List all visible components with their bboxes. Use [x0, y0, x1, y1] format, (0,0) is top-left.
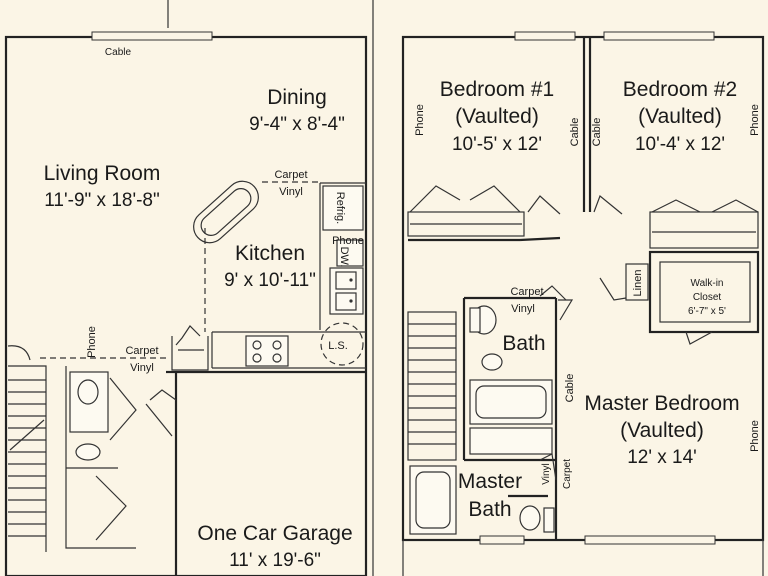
bedroom-1-name: Bedroom #1	[440, 78, 554, 101]
lazy-susan-label: L.S.	[328, 340, 348, 352]
kitchen-name: Kitchen	[235, 242, 305, 265]
walk-in-closet-line1: Walk-in	[691, 278, 724, 289]
vinyl-label: Vinyl	[130, 362, 154, 374]
bedroom-1-closet	[407, 211, 525, 237]
dining-dims: 9'-4" x 8'-4"	[249, 114, 345, 135]
master-bedroom-name: Master Bedroom	[584, 392, 739, 415]
carpet-label: Carpet	[510, 286, 543, 298]
stairs	[8, 365, 47, 552]
window	[479, 535, 525, 545]
ground-floor-plan	[4, 0, 374, 576]
lazy-susan	[320, 322, 364, 366]
bedroom-2-dims: 10'-4' x 12'	[635, 134, 725, 155]
walk-in-closet	[648, 250, 760, 334]
phone-label: Phone	[749, 420, 761, 452]
linen-label: Linen	[632, 270, 644, 297]
window	[514, 31, 576, 41]
window	[91, 31, 213, 41]
bath-tub	[469, 379, 553, 425]
kitchen-sink	[329, 267, 364, 315]
window	[584, 535, 716, 545]
window	[603, 31, 715, 41]
linen-closet	[625, 263, 649, 301]
vinyl-label: Vinyl	[279, 186, 303, 198]
carpet-label: Carpet	[274, 169, 307, 181]
kitchen-island	[193, 180, 259, 244]
kitchen-dims: 9' x 10'-11"	[224, 270, 316, 291]
master-bedroom-dims: 12' x 14'	[627, 447, 697, 468]
refrigerator	[322, 185, 364, 231]
powder-room-sink	[75, 443, 101, 461]
upper-floor-plan	[401, 31, 765, 576]
living-room-dims: 11'-9" x 18'-8"	[44, 190, 159, 211]
bath-sink	[481, 353, 503, 371]
bedroom-1-dims: 10'-5' x 12'	[452, 134, 542, 155]
master-bedroom-vaulted: (Vaulted)	[620, 419, 704, 442]
phone-label: Phone	[86, 326, 98, 358]
walk-in-closet-dims: 6'-7" x 5'	[688, 306, 726, 317]
vinyl-label: Vinyl	[511, 303, 535, 315]
bedroom-1-vaulted: (Vaulted)	[455, 105, 539, 128]
garage-dims: 11' x 19'-6"	[229, 550, 321, 571]
bath-name: Bath	[502, 332, 545, 355]
phone-label: Phone	[332, 235, 364, 247]
master-bath-line2: Bath	[468, 498, 511, 521]
dining-name: Dining	[267, 86, 327, 109]
cable-label: Cable	[569, 118, 581, 147]
stove	[245, 335, 289, 367]
dishwasher-label: DW.	[338, 247, 350, 268]
refrigerator-label: Refrig.	[334, 192, 346, 224]
stairs	[407, 311, 457, 461]
carpet-label: Carpet	[562, 459, 573, 489]
cable-label: Cable	[591, 118, 603, 147]
bedroom-2-closet	[649, 211, 759, 249]
powder-room-toilet	[77, 379, 99, 405]
master-bath-line1: Master	[458, 470, 522, 493]
garage-name: One Car Garage	[197, 522, 352, 545]
bedroom-2-vaulted: (Vaulted)	[638, 105, 722, 128]
bedroom-2-name: Bedroom #2	[623, 78, 737, 101]
living-room-name: Living Room	[44, 162, 161, 185]
walk-in-closet-line2: Closet	[693, 292, 722, 303]
phone-label: Phone	[749, 104, 761, 136]
cable-label: Cable	[105, 47, 132, 58]
phone-label: Phone	[414, 104, 426, 136]
cable-label: Cable	[564, 374, 576, 403]
vinyl-label: Vinyl	[541, 463, 552, 485]
dishwasher	[336, 239, 364, 267]
master-bath-toilet	[519, 505, 541, 531]
master-bath-tub	[409, 465, 457, 535]
carpet-label: Carpet	[125, 345, 158, 357]
